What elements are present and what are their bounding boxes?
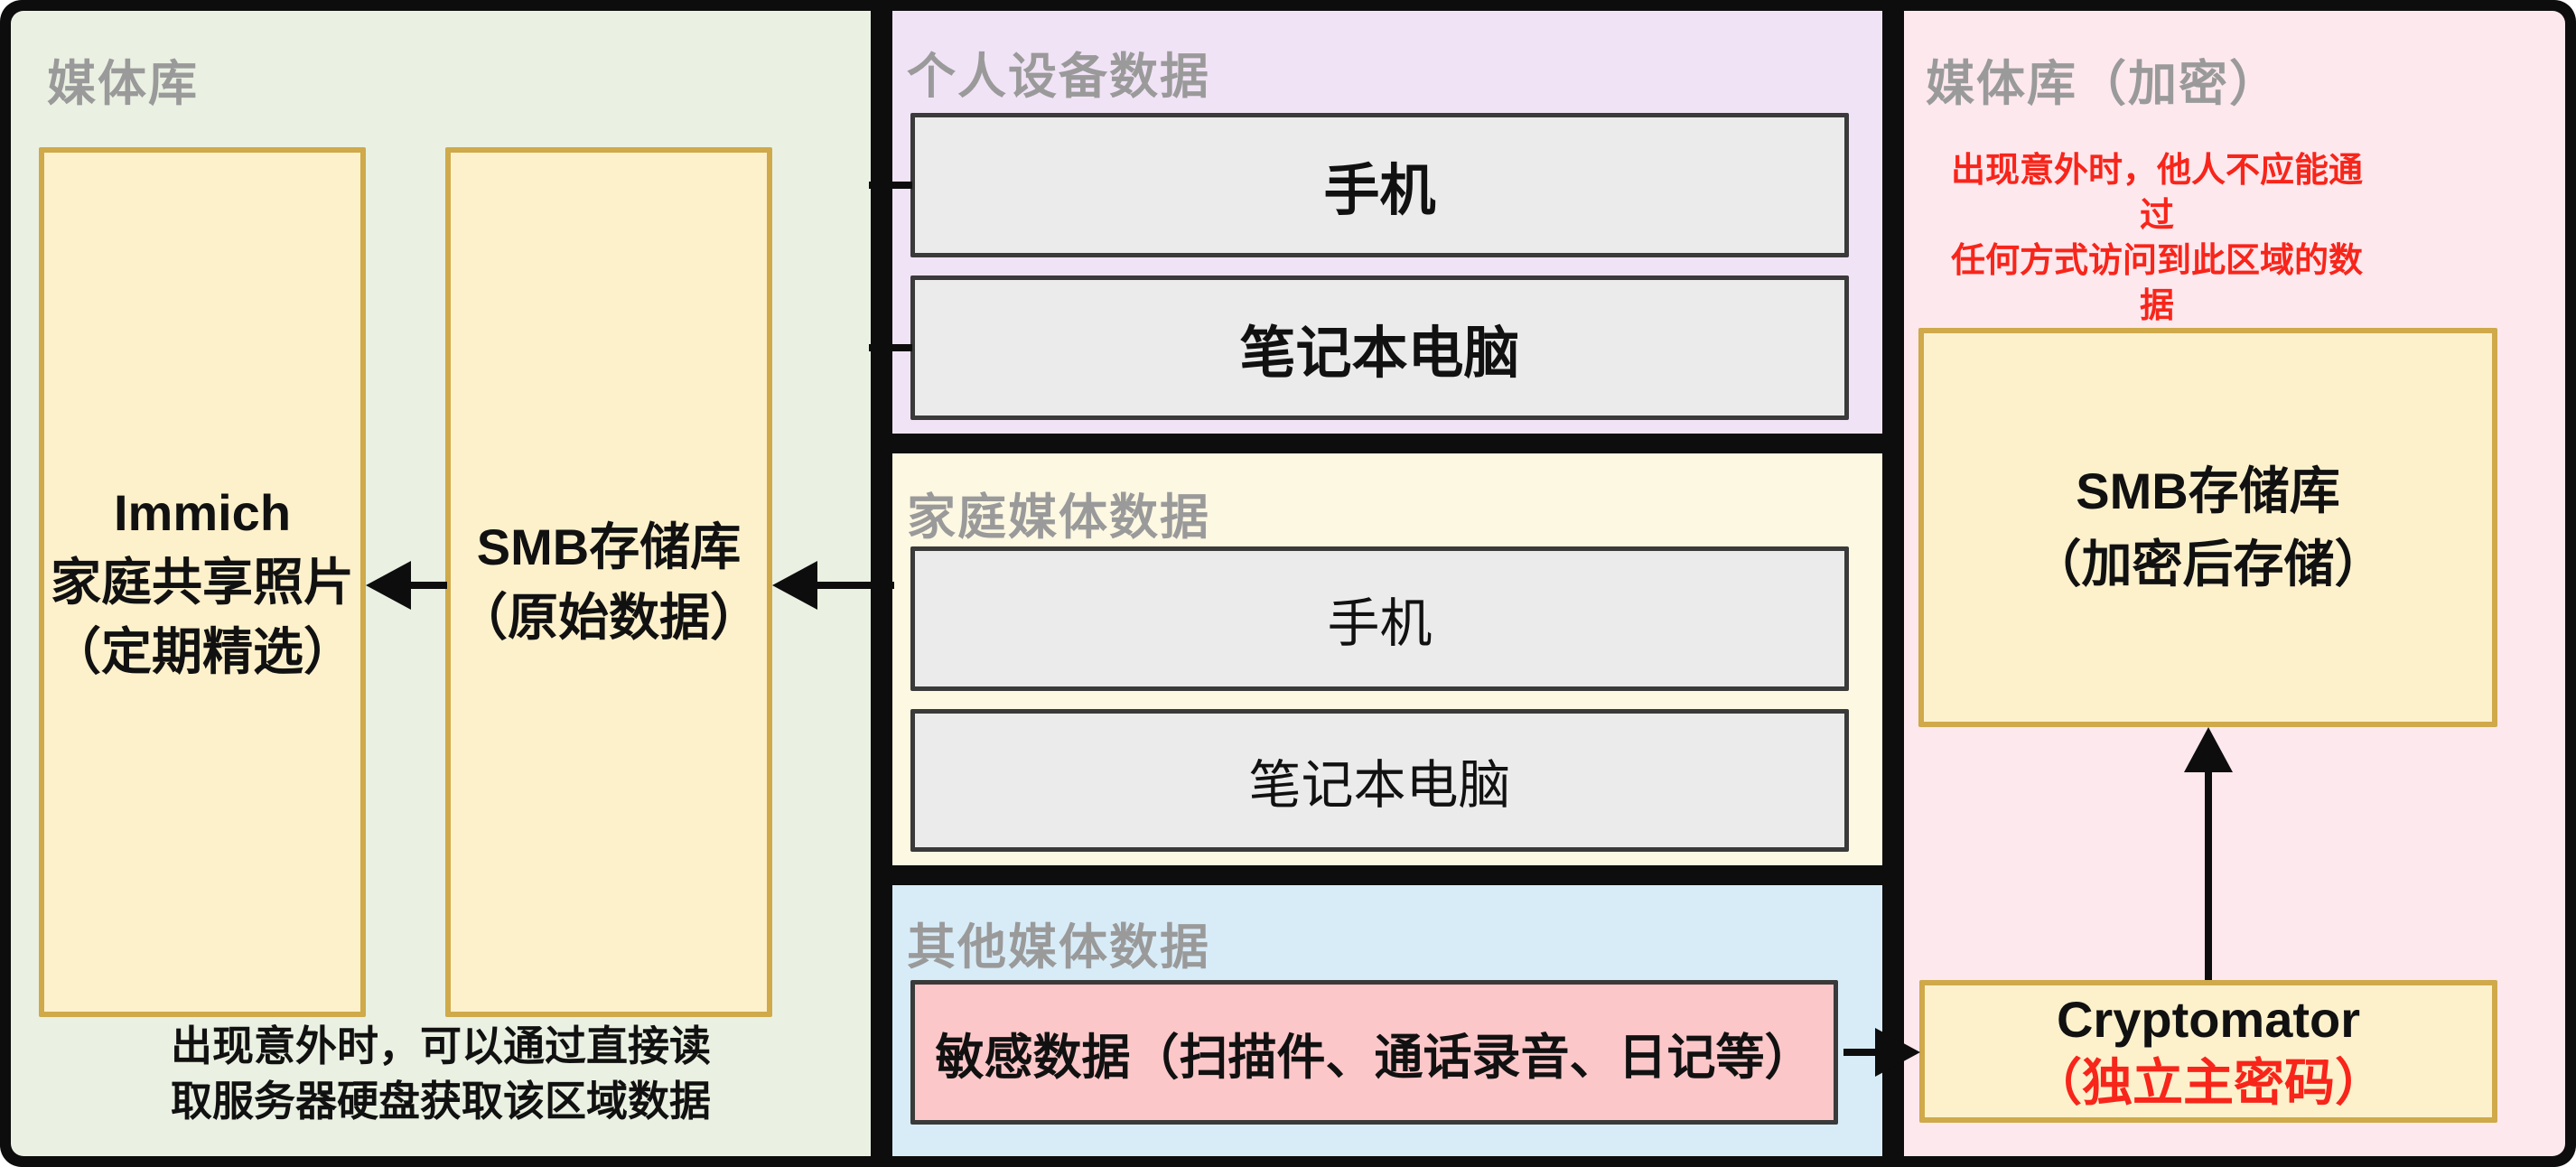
personal-device-panel: 个人设备数据 手机 笔记本电脑 [892,11,1882,434]
smb-encrypted-box-line2: （加密后存储） [2030,536,2385,593]
arrow-smb-to-immich-line [406,582,447,589]
personal-laptop-box: 笔记本电脑 [910,275,1849,420]
encrypted-library-title: 媒体库（加密） [1926,57,2280,111]
cryptomator-box-line2: （独立主密码） [2031,1054,2385,1111]
immich-box: Immich 家庭共享照片 （定期精选） [39,147,366,1017]
family-phone-box: 手机 [910,546,1849,691]
media-library-note-line1: 出现意外时，可以通过直接读 [171,1022,711,1069]
media-library-note-line2: 取服务器硬盘获取该区域数据 [171,1077,711,1125]
media-library-panel: 媒体库 Immich 家庭共享照片 （定期精选） SMB存储库 （原始数据） 出… [11,11,871,1156]
media-library-note: 出现意外时，可以通过直接读 取服务器硬盘获取该区域数据 [11,1019,871,1128]
smb-encrypted-box: SMB存储库 （加密后存储） [1918,328,2497,727]
smb-raw-box-line1: SMB存储库 [476,518,742,576]
sensitive-data-label: 敏感数据（扫描件、通话录音、日记等） [935,1030,1814,1085]
immich-box-line1: Immich [113,483,292,541]
immich-box-line2: 家庭共享照片 [51,553,354,611]
arrow-smb-to-immich-head [366,561,411,610]
personal-phone-label: 手机 [1323,160,1436,222]
arrow-sensitive-to-cryptomator-head [1875,1028,1920,1077]
media-library-title: 媒体库 [47,57,199,111]
connector-personal-laptop-stub [869,344,912,351]
other-media-title: 其他媒体数据 [907,920,1210,975]
family-laptop-box: 笔记本电脑 [910,709,1849,852]
family-phone-label: 手机 [1327,594,1433,653]
sensitive-data-box: 敏感数据（扫描件、通话录音、日记等） [910,980,1838,1125]
personal-device-title: 个人设备数据 [907,50,1210,104]
family-media-panel: 家庭媒体数据 手机 笔记本电脑 [892,453,1882,865]
immich-box-line3: （定期精选） [51,623,354,681]
encrypted-library-warning-line2: 任何方式访问到此区域的数据 [1950,242,2363,326]
other-media-panel: 其他媒体数据 敏感数据（扫描件、通话录音、日记等） [892,885,1882,1156]
cryptomator-box: Cryptomator （独立主密码） [1919,980,2497,1123]
arrow-family-to-smb-line [813,582,894,589]
arrow-cryptomator-to-smb-head [2184,727,2233,772]
family-laptop-label: 笔记本电脑 [1248,756,1511,815]
smb-raw-box-line2: （原始数据） [457,588,761,646]
arrow-sensitive-to-cryptomator-line [1843,1049,1880,1056]
family-media-title: 家庭媒体数据 [907,490,1210,545]
encrypted-library-warning: 出现意外时，他人不应能通过 任何方式访问到此区域的数据 [1940,148,2374,330]
encrypted-library-warning-line1: 出现意外时，他人不应能通过 [1950,152,2363,236]
connector-personal-phone-stub [869,182,912,189]
personal-phone-box: 手机 [910,113,1849,257]
arrow-family-to-smb-head [772,561,817,610]
cryptomator-box-line1: Cryptomator [2056,991,2361,1048]
encrypted-library-panel: 媒体库（加密） 出现意外时，他人不应能通过 任何方式访问到此区域的数据 SMB存… [1904,11,2565,1156]
smb-encrypted-box-line1: SMB存储库 [2076,462,2340,519]
arrow-cryptomator-to-smb-line [2205,769,2212,980]
smb-raw-box: SMB存储库 （原始数据） [445,147,772,1017]
personal-laptop-label: 笔记本电脑 [1239,322,1520,385]
